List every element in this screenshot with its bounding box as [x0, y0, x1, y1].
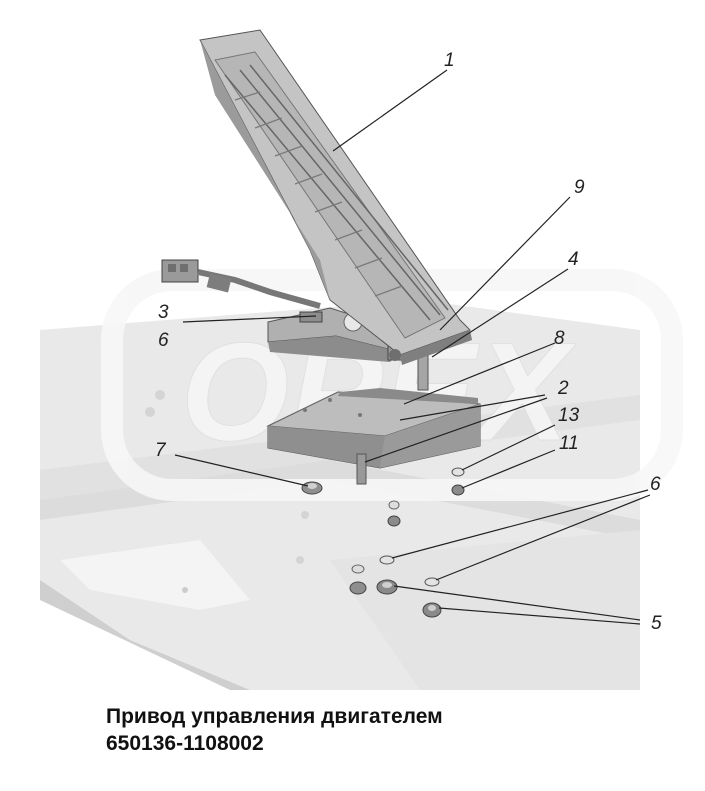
callout-13: 13: [558, 405, 580, 426]
figure-title: Привод управления двигателем: [106, 705, 443, 728]
callout-3: 3: [158, 302, 169, 323]
engine-control-drive-diagram: ОРЕХ: [40, 29, 662, 690]
callout-9: 9: [574, 177, 585, 198]
accelerator-pedal: [199, 29, 472, 365]
callout-5: 5: [651, 613, 662, 634]
pedal-connector: [161, 259, 321, 309]
callout-8: 8: [554, 328, 565, 349]
callout-1: 1: [444, 50, 455, 71]
callout-7: 7: [155, 440, 167, 461]
pedal-bracket: [267, 307, 429, 391]
callout-6-upper: 6: [158, 330, 169, 351]
leader-lines: [174, 69, 651, 625]
callout-4: 4: [568, 249, 579, 270]
callout-labels: 1 9 4 3 6 8 2 13 11 7 6 5: [155, 50, 662, 634]
callout-11: 11: [559, 433, 579, 454]
callout-6-lower: 6: [650, 474, 661, 495]
callout-2: 2: [557, 378, 569, 399]
fasteners: [301, 467, 465, 618]
mounting-plate: [266, 388, 481, 485]
part-number: 650136-1108002: [106, 732, 264, 755]
